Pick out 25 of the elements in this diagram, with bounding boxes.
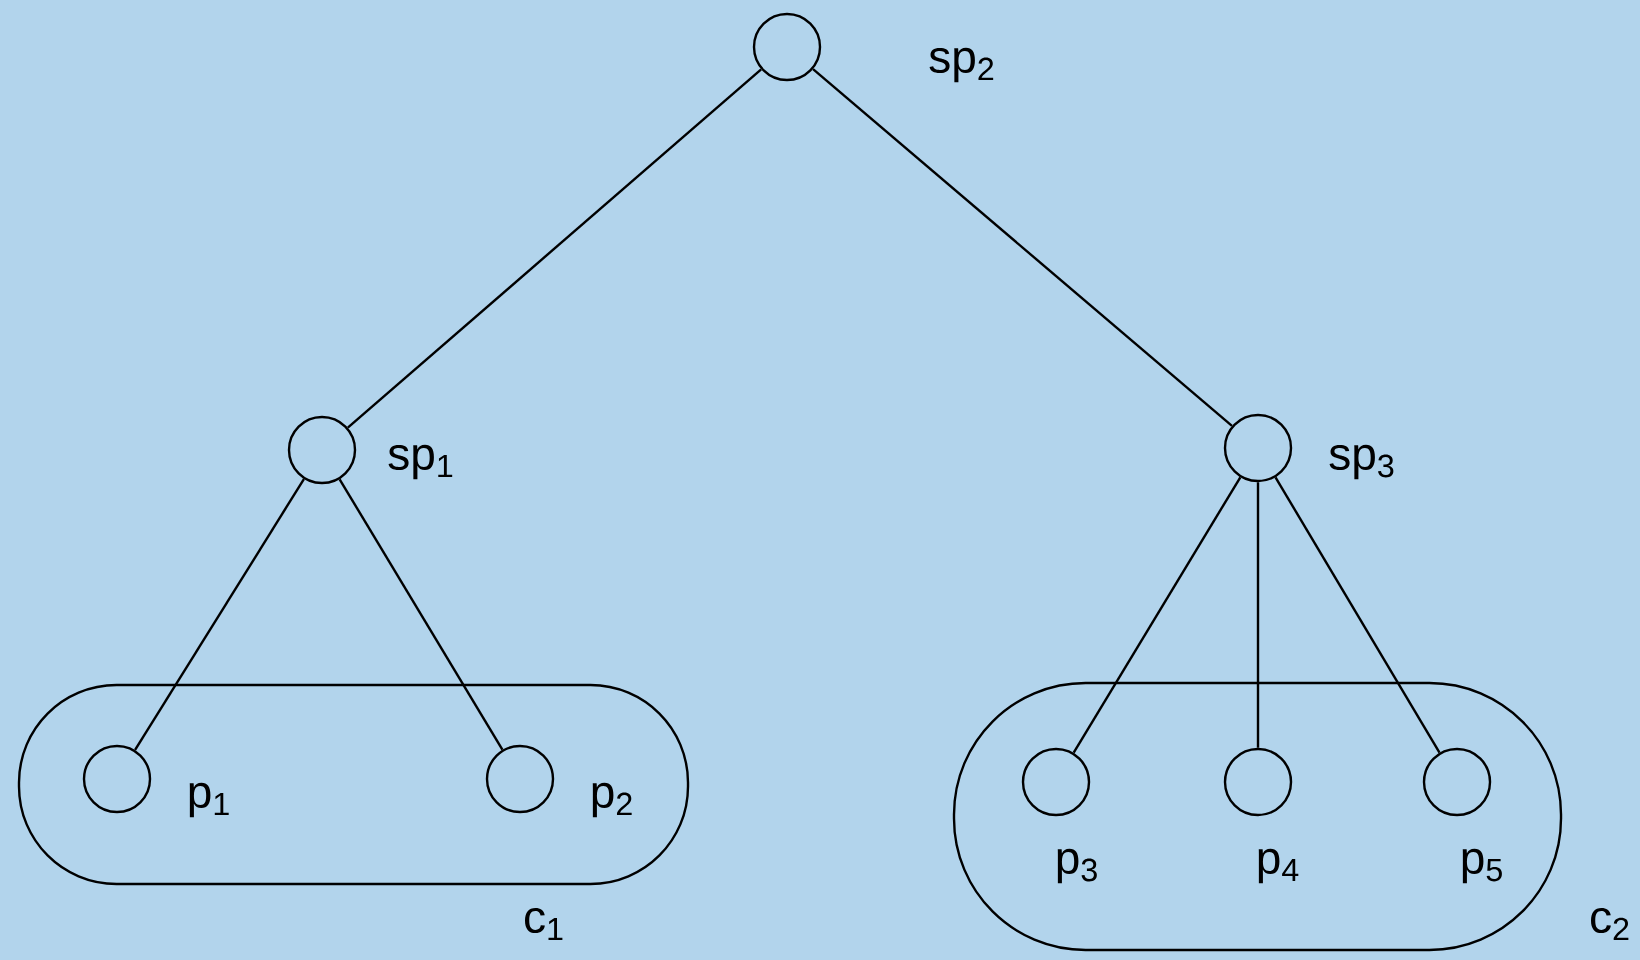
circle-node: p$_{2}$ (485, 744, 632, 818)
connector-line (812, 68, 1233, 427)
node-label: p$_{4}$ (1258, 848, 1299, 884)
circle-node: p$_{1}$ (82, 744, 229, 818)
connector-line (134, 478, 305, 751)
connector-line (1072, 476, 1242, 754)
circle-node: sp$_{3}$ (1223, 413, 1394, 483)
connector-line (347, 68, 762, 429)
node-label: c$_{2}$ (1591, 907, 1629, 941)
node-label: p$_{3}$ (1057, 848, 1097, 884)
node-label: p$_{1}$ (189, 782, 229, 818)
circle-node: p$_{3}$ (1021, 747, 1097, 884)
node-label: sp$_{3}$ (1329, 444, 1394, 480)
node-label: p$_{2}$ (592, 782, 632, 818)
circle-node: sp$_{2}$ (752, 12, 994, 83)
connector-line (1274, 476, 1441, 754)
node-label: c$_{1}$ (525, 907, 563, 941)
node-label: p$_{5}$ (1462, 848, 1502, 884)
connector-line (338, 478, 504, 751)
connector-line (1256, 482, 1260, 748)
node-label: sp$_{2}$ (929, 47, 994, 83)
circle-node: sp$_{1}$ (287, 415, 453, 485)
circle-node: p$_{4}$ (1223, 747, 1299, 884)
circle-node: p$_{5}$ (1422, 747, 1502, 884)
node-label: sp$_{1}$ (388, 444, 453, 480)
